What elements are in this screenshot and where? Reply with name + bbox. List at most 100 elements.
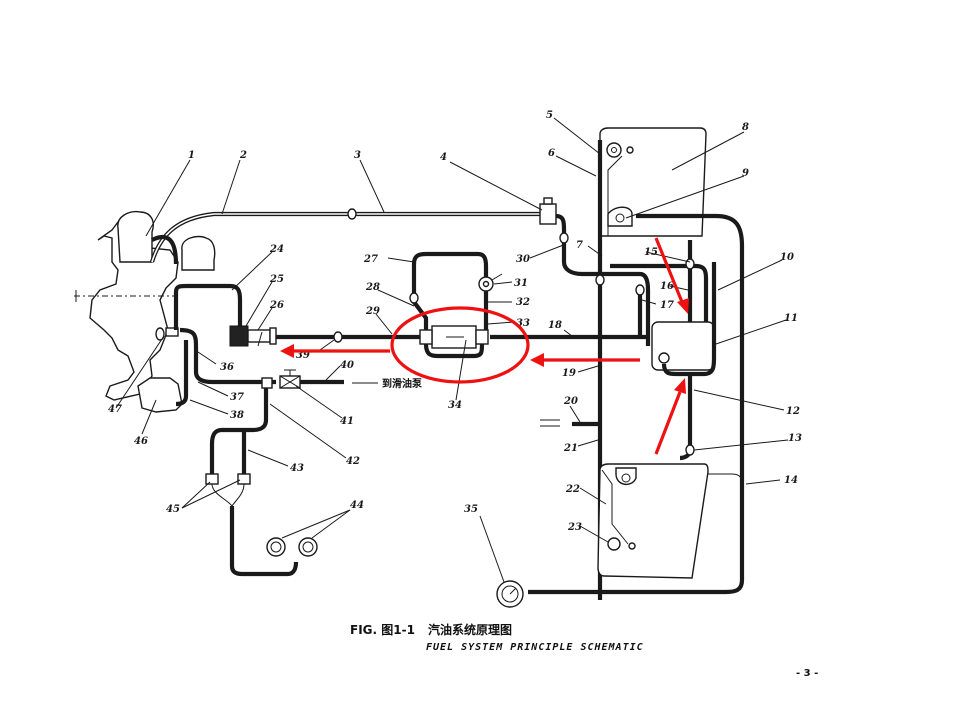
leader-27 <box>387 257 415 263</box>
leader-8 <box>671 131 745 171</box>
callout-11: 11 <box>784 313 798 324</box>
callout-24: 24 <box>269 244 284 255</box>
leader-44b <box>311 509 351 539</box>
pipe-14-lower <box>630 473 743 487</box>
callout-41: 41 <box>340 416 354 427</box>
strainer-25-26 <box>229 325 277 347</box>
pipe-42 <box>209 388 269 476</box>
leader-33 <box>487 321 515 325</box>
leader-41 <box>295 385 343 419</box>
callout-47: 47 <box>108 404 122 415</box>
callout-20: 20 <box>563 396 578 407</box>
leader-14 <box>745 479 781 485</box>
engine-loop-pipe <box>151 234 179 265</box>
collector-tank-11 <box>651 262 717 377</box>
leader-37 <box>197 381 229 397</box>
callout-38: 38 <box>230 410 244 421</box>
callout-12: 12 <box>786 406 800 417</box>
caption-prefix: FIG. 图1-1 <box>350 623 415 637</box>
valve-4 <box>539 197 557 225</box>
leader-35 <box>479 515 505 583</box>
leader-38 <box>189 399 229 415</box>
arrow-lower-tank-to-collector <box>654 391 682 455</box>
callout-32: 32 <box>516 297 530 308</box>
callout-25: 25 <box>269 274 284 285</box>
leader-23 <box>579 525 609 543</box>
pipe-to-gauges <box>229 506 299 577</box>
connector-45a <box>205 473 219 485</box>
pipe-24 <box>173 283 243 330</box>
callout-26: 26 <box>269 300 284 311</box>
callout-46: 46 <box>134 436 148 447</box>
leader-17 <box>641 299 657 305</box>
leader-18 <box>563 329 573 337</box>
leader-16 <box>669 285 689 291</box>
leader-46 <box>141 399 157 435</box>
leader-6 <box>555 155 597 177</box>
callout-1: 1 <box>188 150 195 161</box>
callout-5: 5 <box>546 110 553 121</box>
pipe-30 <box>555 213 651 346</box>
page-mark: - 3 - <box>796 668 818 679</box>
callout-44: 44 <box>350 500 364 511</box>
leader-43 <box>247 449 289 467</box>
callout-3: 3 <box>354 150 361 161</box>
leader-9 <box>625 175 745 219</box>
callout-43: 43 <box>290 463 304 474</box>
callout-10: 10 <box>780 252 794 263</box>
leader-40 <box>325 365 341 381</box>
leader-19 <box>577 365 599 373</box>
callout-28: 28 <box>365 282 380 293</box>
valve-40-41 <box>261 369 344 389</box>
leader-13 <box>693 439 789 451</box>
arrowhead-collector-to-filter <box>530 353 544 367</box>
leader-39 <box>319 339 335 351</box>
arrow-upper-tank-to-collector <box>654 237 684 303</box>
leader-lines <box>115 117 789 583</box>
callout-35: 35 <box>464 504 478 515</box>
leader-24 <box>231 251 273 291</box>
leader-47 <box>115 335 165 409</box>
callout-29: 29 <box>365 306 380 317</box>
callout-42: 42 <box>346 456 360 467</box>
engine-assembly <box>74 210 216 413</box>
connector-45b <box>237 473 251 485</box>
callout-22: 22 <box>565 484 580 495</box>
callout-21: 21 <box>563 443 578 454</box>
gauge-35 <box>496 580 524 608</box>
leader-21 <box>577 439 599 447</box>
callout-34: 34 <box>448 400 462 411</box>
upper-tank-8 <box>599 127 707 237</box>
callout-19: 19 <box>562 368 576 379</box>
leader-20 <box>569 405 581 423</box>
leader-2 <box>221 159 241 215</box>
callout-17: 17 <box>660 300 674 311</box>
leader-4 <box>449 161 543 211</box>
callout-39: 39 <box>296 350 310 361</box>
leader-12 <box>693 389 785 411</box>
leader-34 <box>455 339 467 401</box>
leader-3 <box>359 159 385 213</box>
callout-7: 7 <box>576 240 583 251</box>
callout-8: 8 <box>742 122 749 133</box>
pipe-17-16 <box>610 263 709 322</box>
leader-11 <box>715 319 787 345</box>
callout-23: 23 <box>567 522 582 533</box>
leader-1 <box>145 159 191 237</box>
leader-5 <box>553 117 601 155</box>
callout-15: 15 <box>644 247 658 258</box>
leader-36 <box>197 351 217 365</box>
leader-25 <box>245 281 273 327</box>
arrowhead-filter-to-carburetor <box>280 344 294 358</box>
callout-37: 37 <box>230 392 244 403</box>
fuel-filter-34 <box>419 325 489 359</box>
callout-4: 4 <box>440 152 447 163</box>
callout-6: 6 <box>548 148 555 159</box>
to-lube-pump-note: 到滑油泵 <box>382 377 423 390</box>
leader-15 <box>645 251 691 263</box>
pipe-38 <box>175 340 189 407</box>
callout-16: 16 <box>660 281 674 292</box>
callout-14: 14 <box>784 475 798 486</box>
leader-26 <box>257 307 273 331</box>
